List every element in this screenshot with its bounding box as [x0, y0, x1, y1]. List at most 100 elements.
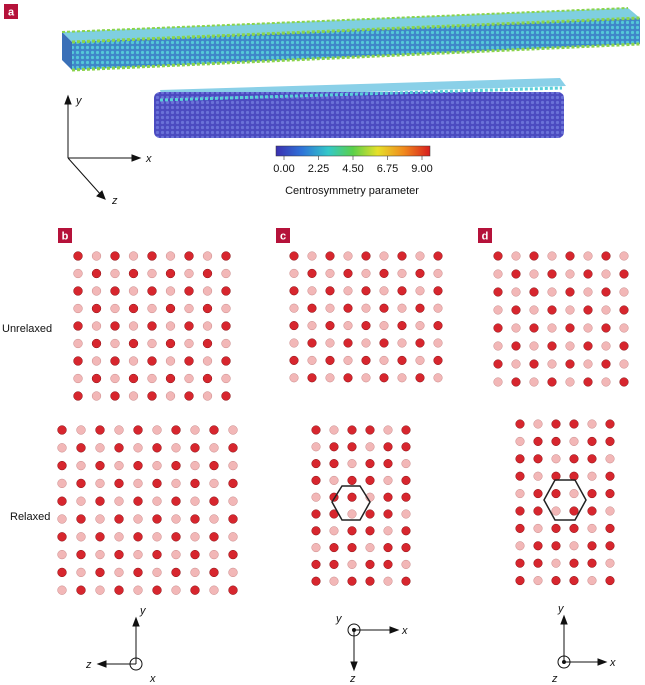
atom	[165, 373, 176, 384]
atom	[547, 305, 557, 315]
atom	[171, 496, 181, 506]
atom	[128, 286, 139, 296]
atom	[433, 373, 443, 383]
atom	[569, 576, 579, 586]
atom	[569, 558, 579, 568]
atom	[601, 359, 611, 369]
atom	[515, 523, 525, 533]
atom	[307, 268, 317, 278]
atom	[114, 425, 124, 435]
atom	[76, 567, 86, 578]
atom	[533, 489, 543, 499]
atom	[583, 359, 593, 369]
atom	[397, 355, 407, 365]
panel-a-badge: a	[4, 4, 18, 19]
atom	[343, 303, 353, 313]
atom	[76, 496, 86, 506]
atom	[110, 303, 120, 314]
atom	[329, 526, 339, 536]
atom	[165, 303, 176, 314]
atom	[289, 321, 299, 331]
atom	[221, 373, 231, 384]
atom	[493, 377, 503, 387]
atom	[221, 268, 231, 279]
atom	[184, 373, 194, 384]
atom	[95, 443, 105, 453]
colorbar-tick-label: 2.25	[308, 163, 329, 175]
atom	[569, 419, 579, 429]
atom	[383, 459, 393, 469]
atom	[190, 549, 200, 560]
atom	[184, 356, 194, 366]
atom	[343, 268, 353, 278]
atom	[73, 356, 83, 366]
atom	[311, 576, 321, 586]
atom	[228, 514, 238, 524]
atom	[76, 460, 86, 471]
colorbar-tick-label: 6.75	[377, 163, 398, 175]
atom	[601, 305, 611, 315]
atom	[551, 419, 561, 429]
atom	[190, 496, 200, 506]
atom	[565, 377, 575, 387]
atom	[228, 460, 238, 471]
atom	[569, 489, 579, 499]
atom	[184, 268, 194, 279]
atom	[228, 532, 238, 542]
atom	[551, 436, 561, 446]
atom	[587, 576, 597, 586]
atom	[587, 523, 597, 533]
atom	[601, 341, 611, 351]
atom	[171, 443, 181, 453]
atom	[547, 287, 557, 297]
atom	[605, 576, 615, 586]
atom	[343, 373, 353, 383]
atom	[57, 496, 67, 506]
axis-a-x-arrow	[131, 154, 142, 162]
atom	[190, 443, 200, 453]
atom	[307, 321, 317, 331]
atom	[515, 454, 525, 464]
atom	[91, 373, 102, 384]
atom	[202, 391, 213, 401]
atom	[401, 425, 411, 435]
rod-upper-front-face	[72, 18, 640, 70]
atom	[190, 460, 200, 471]
atom	[57, 443, 67, 453]
panel-d-badge-box	[478, 228, 492, 243]
atom	[601, 377, 611, 387]
lattice-c-unrelaxed	[289, 251, 443, 383]
axis-c-z-arrow	[350, 661, 358, 672]
atom	[114, 532, 124, 542]
atom	[601, 323, 611, 333]
atom	[397, 321, 407, 331]
panel-b-badge: b	[58, 228, 72, 243]
atom	[110, 251, 120, 261]
nanowire-unrelaxed-rod	[61, 7, 641, 72]
atom	[184, 321, 194, 331]
atom	[547, 341, 557, 351]
atom	[365, 543, 375, 553]
atom	[128, 391, 139, 401]
atom	[361, 355, 371, 365]
atom	[529, 305, 539, 315]
atom	[152, 496, 162, 506]
atom	[202, 286, 213, 296]
atom	[515, 576, 525, 586]
atom	[209, 478, 219, 489]
axis-b-z-arrow	[96, 660, 107, 668]
atom	[529, 323, 539, 333]
atom	[184, 391, 194, 401]
atom	[95, 567, 105, 578]
atom	[401, 576, 411, 586]
atom	[128, 321, 139, 331]
atom	[325, 373, 335, 383]
atom	[190, 567, 200, 578]
axis-d-z-label: z	[551, 673, 558, 685]
atom	[383, 475, 393, 485]
atom	[114, 460, 124, 471]
atom	[619, 305, 629, 315]
atom	[202, 373, 213, 384]
axis-d-x-label: x	[609, 657, 616, 669]
